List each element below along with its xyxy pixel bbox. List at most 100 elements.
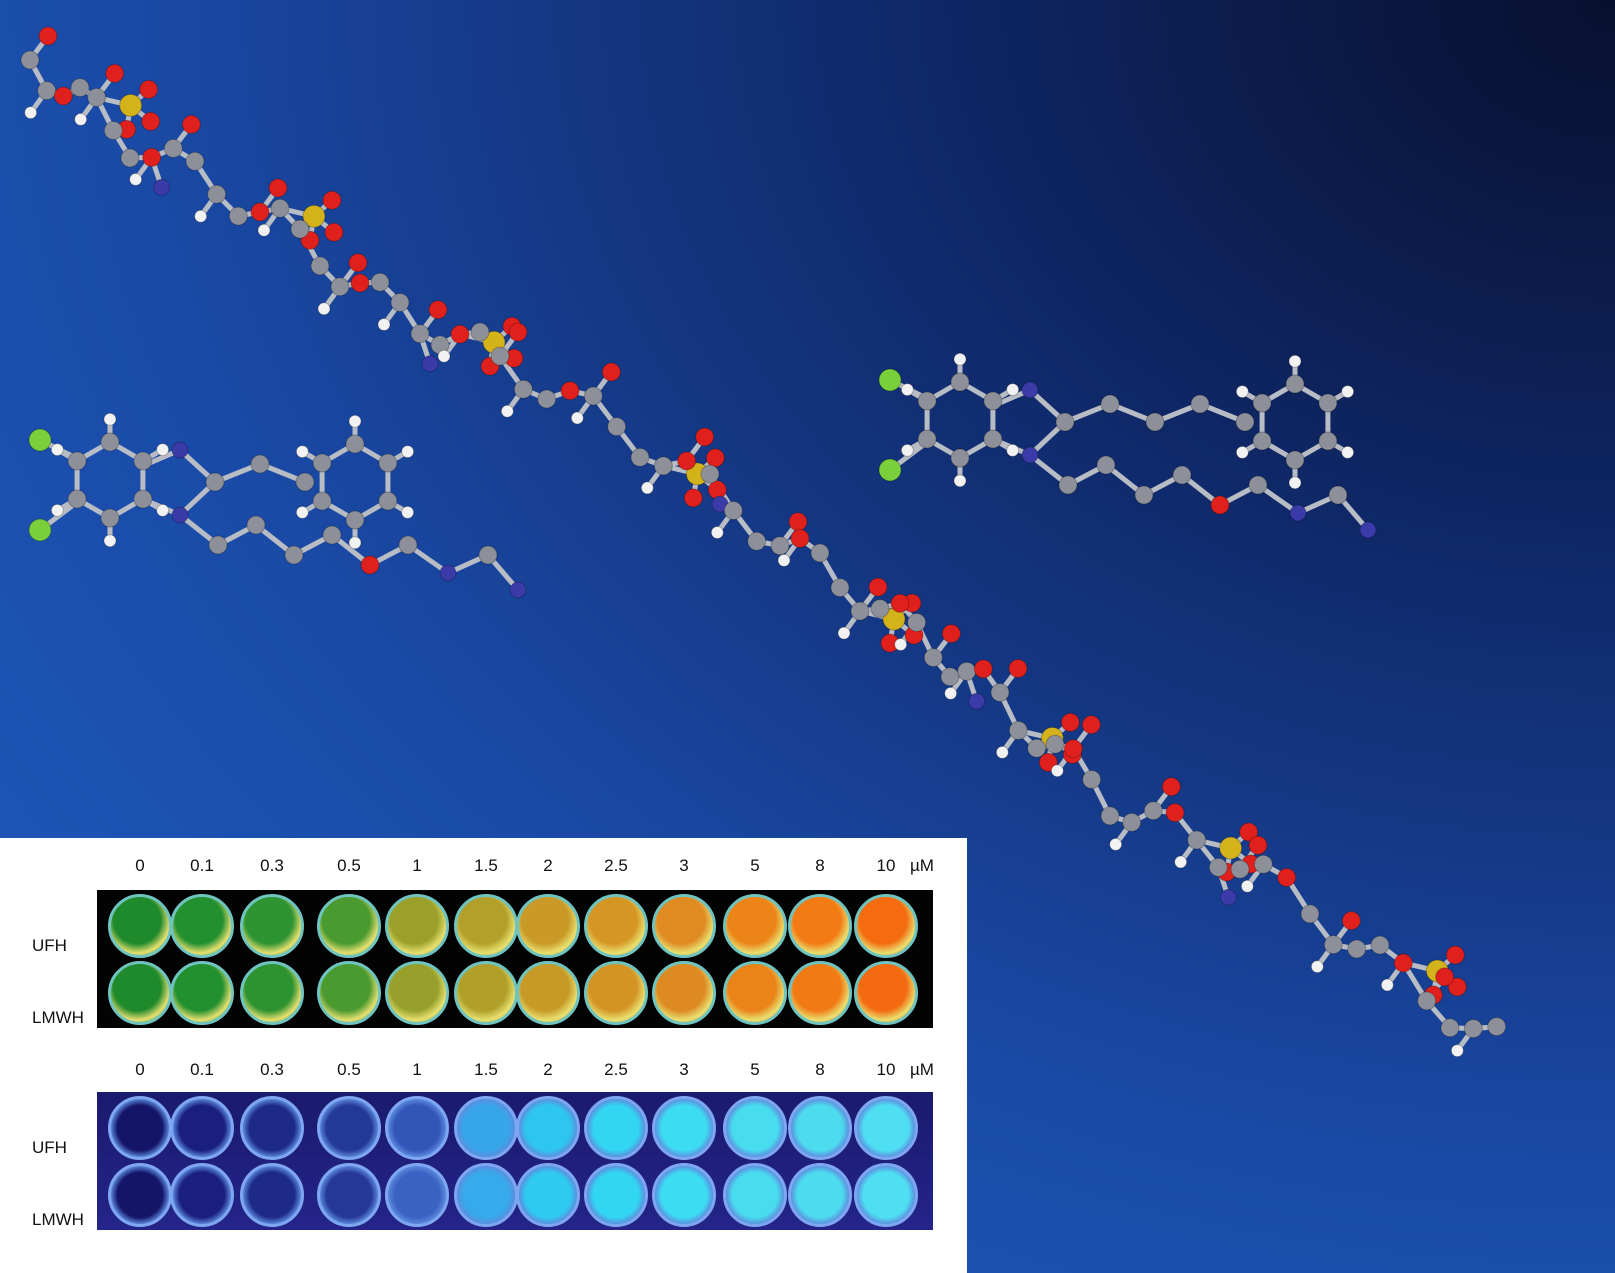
molecule-atom [156,443,170,457]
molecule-atom [710,526,724,540]
molecule-atom [1165,803,1185,823]
molecule-atom [257,223,271,237]
molecule-atom [700,464,720,484]
molecule-atom [868,577,888,597]
molecule-atom [478,545,498,565]
molecule-atom [1134,485,1154,505]
molecule-atom [470,322,490,342]
concentration-label: 3 [679,1060,689,1079]
molecule-atom [1252,431,1272,451]
plate-well [240,894,304,958]
molecule-atom [70,78,90,98]
plate-well [854,961,918,1025]
molecule-atom [601,362,621,382]
molecule-atom [1021,381,1039,399]
molecule-atom [607,417,627,437]
molecule-atom [250,454,270,474]
molecule-atom [1096,455,1116,475]
molecule-atom [1235,385,1249,399]
molecule-atom [747,531,767,551]
molecule-atom [973,659,993,679]
concentration-label: 1 [412,856,422,875]
molecule-atom [120,148,140,168]
molecule-atom [1063,739,1083,759]
molecule-atom [940,667,960,687]
molecule-atom [310,256,330,276]
molecule-atom [1370,935,1390,955]
concentration-label: 1 [412,1060,422,1079]
molecule-atom [850,601,870,621]
molecule-atom [777,553,791,567]
molecule-atom [1380,978,1394,992]
molecule-atom [570,411,584,425]
molecule-atom [1060,712,1080,732]
molecule-atom [38,26,58,46]
plate-well [652,1163,716,1227]
molecule-atom [968,692,986,710]
molecule-atom [1239,822,1259,842]
molecule-atom [1100,394,1120,414]
molecule-atom [995,745,1009,759]
plate-well [652,894,716,958]
plate-well [788,1163,852,1227]
molecule-atom [348,536,362,550]
molecule-atom [941,624,961,644]
molecule-atom [312,453,332,473]
concentration-label: 2 [543,1060,553,1079]
plate-well [516,1096,580,1160]
plate-well [584,1163,648,1227]
molecule-atom [957,661,977,681]
molecule-atom [290,219,310,239]
molecule-atom [398,535,418,555]
molecule-atom [1393,953,1413,973]
molecule-atom [640,481,654,495]
molecule-atom [74,112,88,126]
plate-well [854,894,918,958]
molecule-atom [330,277,350,297]
concentration-label: 3 [679,856,689,875]
concentration-label: 10 [876,856,896,875]
molecule-atom [317,302,331,316]
molecule-atom [1341,445,1355,459]
molecule-atom [401,505,415,519]
molecule-atom [185,151,205,171]
plate-well [240,1163,304,1227]
molecule-atom [890,593,910,613]
molecule-atom [50,443,64,457]
plate-well [788,961,852,1025]
molecule-atom [705,448,725,468]
plate-well [723,961,787,1025]
plate-uv-light [97,1092,933,1230]
molecule-atom [1008,720,1028,740]
molecule-atom [439,564,457,582]
molecule-atom [1328,485,1348,505]
molecule-atom [677,451,697,471]
concentration-label: 0.5 [337,856,361,875]
molecule-atom [295,445,309,459]
concentration-label: 1.5 [474,856,498,875]
concentration-label: 0 [135,856,145,875]
molecule-atom [790,528,810,548]
molecule-atom [1210,495,1230,515]
plate-well [516,894,580,958]
plate-well [385,1163,449,1227]
molecule-atom [345,510,365,530]
plate-well [854,1096,918,1160]
molecule-atom [900,383,914,397]
plate-well [584,961,648,1025]
plate-well [317,1163,381,1227]
molecule-atom [322,525,342,545]
molecule-atom [1463,1019,1483,1039]
molecule-atom [837,626,851,640]
plate-visible-light [97,890,933,1028]
molecule-atom [119,93,143,117]
molecule-atom [1318,431,1338,451]
molecule-atom [295,505,309,519]
plate-well [385,1096,449,1160]
plate-well [516,1163,580,1227]
molecule-atom [133,451,153,471]
molecule-atom [246,515,266,535]
molecule-atom [348,253,368,273]
molecule-atom [953,352,967,366]
molecule-atom [1240,879,1254,893]
